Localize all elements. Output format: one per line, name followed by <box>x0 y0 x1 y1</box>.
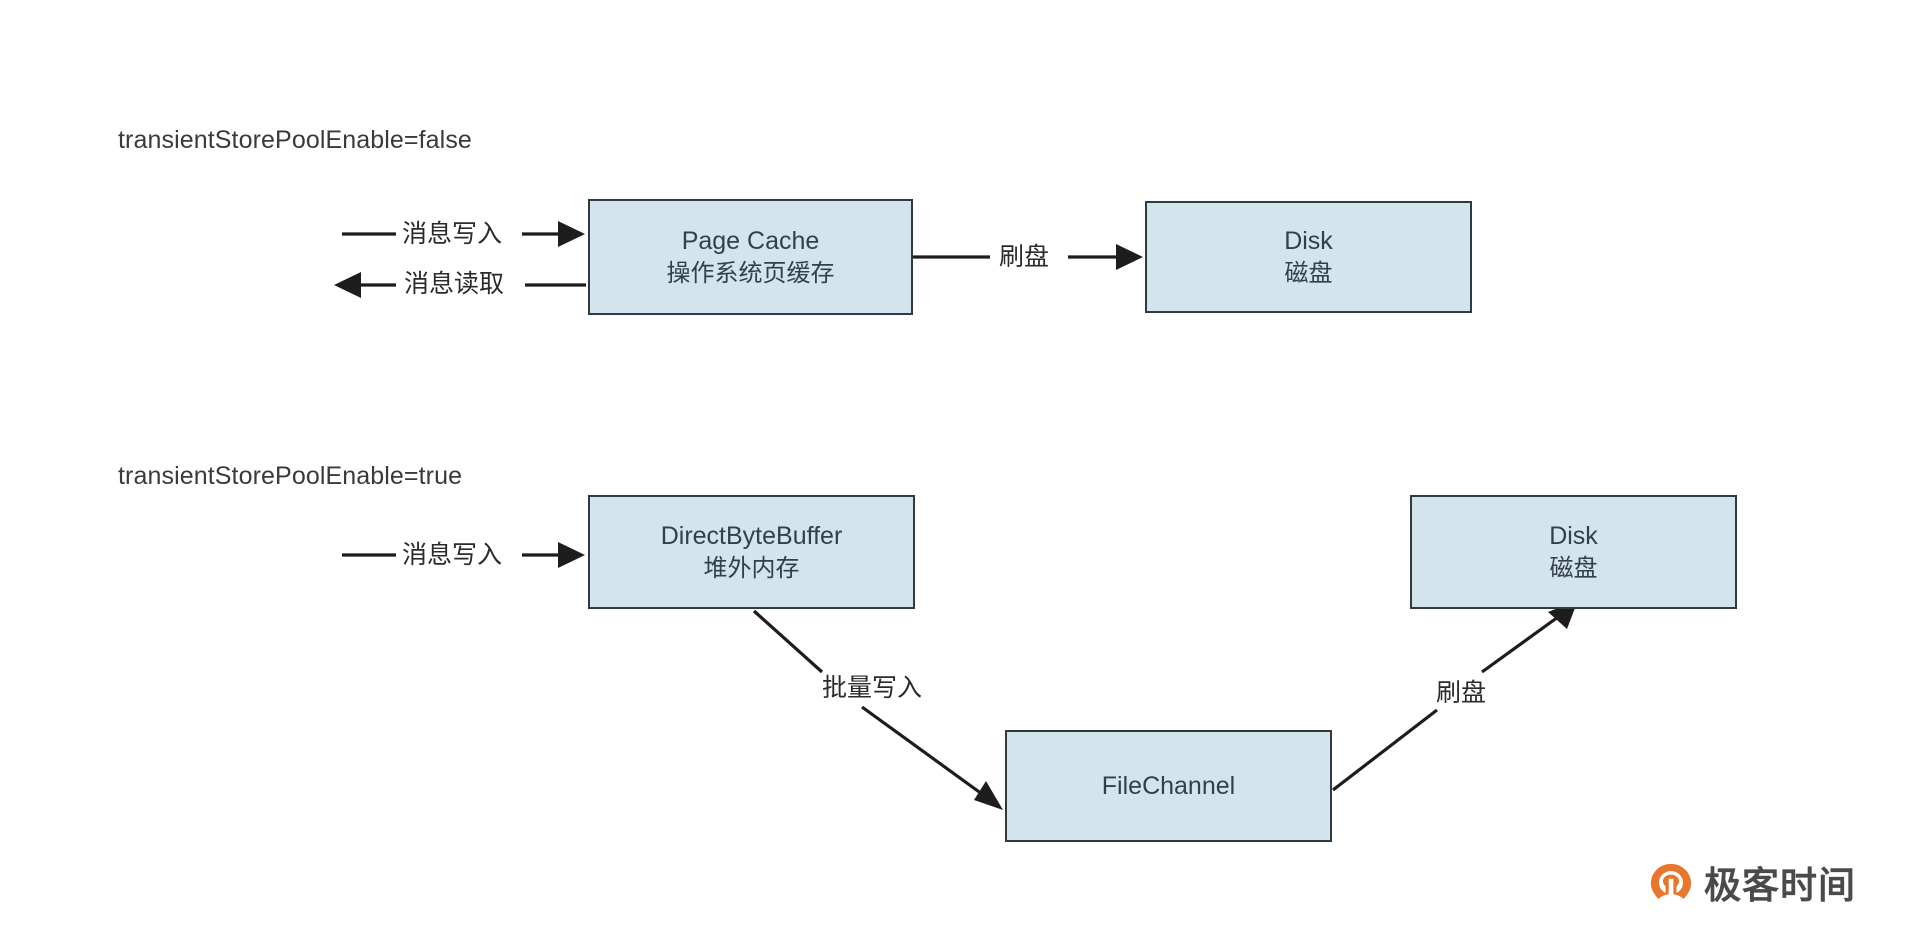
watermark-geektime: 极客时间 <box>1648 862 1856 908</box>
node-direct-byte-buffer: DirectByteBuffer 堆外内存 <box>588 495 915 609</box>
edge-label-batch-write: 批量写入 <box>818 676 927 701</box>
section-caption-transient-true: transientStorePoolEnable=true <box>118 462 463 490</box>
edge-label-read-top: 消息读取 <box>400 272 509 297</box>
node-disk-bottom-title: Disk <box>1549 522 1598 551</box>
node-disk-top: Disk 磁盘 <box>1145 201 1472 313</box>
edge-label-flush-top: 刷盘 <box>995 245 1054 270</box>
node-disk-top-subtitle: 磁盘 <box>1284 259 1333 287</box>
section-caption-transient-false: transientStorePoolEnable=false <box>118 126 472 154</box>
node-file-channel-title: FileChannel <box>1101 771 1236 800</box>
node-disk-bottom-subtitle: 磁盘 <box>1549 554 1598 582</box>
edge-batch-write <box>752 609 1003 810</box>
node-page-cache: Page Cache 操作系统页缓存 <box>588 199 913 315</box>
geektime-logo-icon <box>1650 863 1692 907</box>
node-disk-bottom: Disk 磁盘 <box>1410 495 1737 609</box>
node-page-cache-title: Page Cache <box>681 227 820 256</box>
node-page-cache-subtitle: 操作系统页缓存 <box>666 259 835 287</box>
node-direct-byte-buffer-subtitle: 堆外内存 <box>703 554 800 582</box>
edge-label-write-bottom: 消息写入 <box>398 543 507 568</box>
geektime-logo-text: 极客时间 <box>1704 864 1856 906</box>
node-disk-top-title: Disk <box>1284 227 1333 256</box>
node-file-channel: FileChannel <box>1005 730 1332 842</box>
node-direct-byte-buffer-title: DirectByteBuffer <box>660 522 843 551</box>
edge-label-flush-bottom: 刷盘 <box>1432 681 1491 706</box>
edge-label-write-top: 消息写入 <box>398 222 507 247</box>
